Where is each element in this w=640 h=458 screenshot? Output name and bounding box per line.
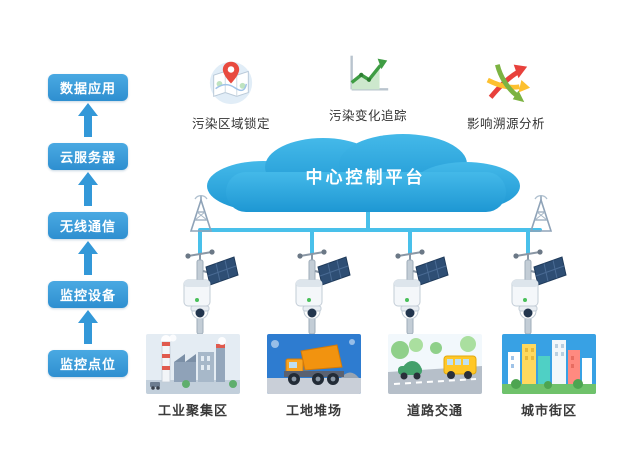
scene-label-construction: 工地堆场 xyxy=(285,403,342,418)
construction-yard-scene-image xyxy=(267,334,361,394)
monitor-station-icon xyxy=(295,249,351,334)
feature-impact-source-analysis: 影响溯源分析 xyxy=(444,56,568,132)
feature-label: 污染变化追踪 xyxy=(328,109,407,123)
feature-pollution-change-tracking: 污染变化追踪 xyxy=(306,48,430,124)
monitor-station-icon xyxy=(393,249,449,334)
feature-label: 影响溯源分析 xyxy=(466,117,545,131)
up-arrow-icon xyxy=(78,241,98,277)
feature-label: 污染区域锁定 xyxy=(191,117,270,131)
stack-node-wireless-comm: 无线通信 xyxy=(48,212,128,239)
source-arrows-icon xyxy=(486,64,531,103)
antenna-tower-icon xyxy=(189,195,213,232)
monitor-station-icon xyxy=(511,249,567,334)
industrial-scene-image xyxy=(146,334,240,394)
scene-label-city: 城市街区 xyxy=(520,403,577,418)
city-block-scene-image xyxy=(502,334,596,394)
antenna-tower-icon xyxy=(529,195,553,232)
up-arrow-icon xyxy=(78,103,98,139)
road-traffic-scene-image xyxy=(388,334,482,394)
stack-node-monitor-device: 监控设备 xyxy=(48,281,128,308)
map-pin-icon xyxy=(209,61,253,105)
scene-label-road: 道路交通 xyxy=(406,403,463,418)
up-arrow-icon xyxy=(78,310,98,346)
stack-node-data-application: 数据应用 xyxy=(48,74,128,101)
stack-node-cloud-server: 云服务器 xyxy=(48,143,128,170)
trend-chart-icon xyxy=(350,55,389,91)
stack-node-monitor-point: 监控点位 xyxy=(48,350,128,377)
monitor-station-icon xyxy=(183,249,239,334)
up-arrow-icon xyxy=(78,172,98,208)
central-control-platform-title: 中心控制平台 xyxy=(305,168,426,187)
feature-pollution-area-lock: 污染区域锁定 xyxy=(169,56,293,132)
cloud-shape xyxy=(207,134,520,212)
scene-label-industrial: 工业聚集区 xyxy=(157,403,228,418)
